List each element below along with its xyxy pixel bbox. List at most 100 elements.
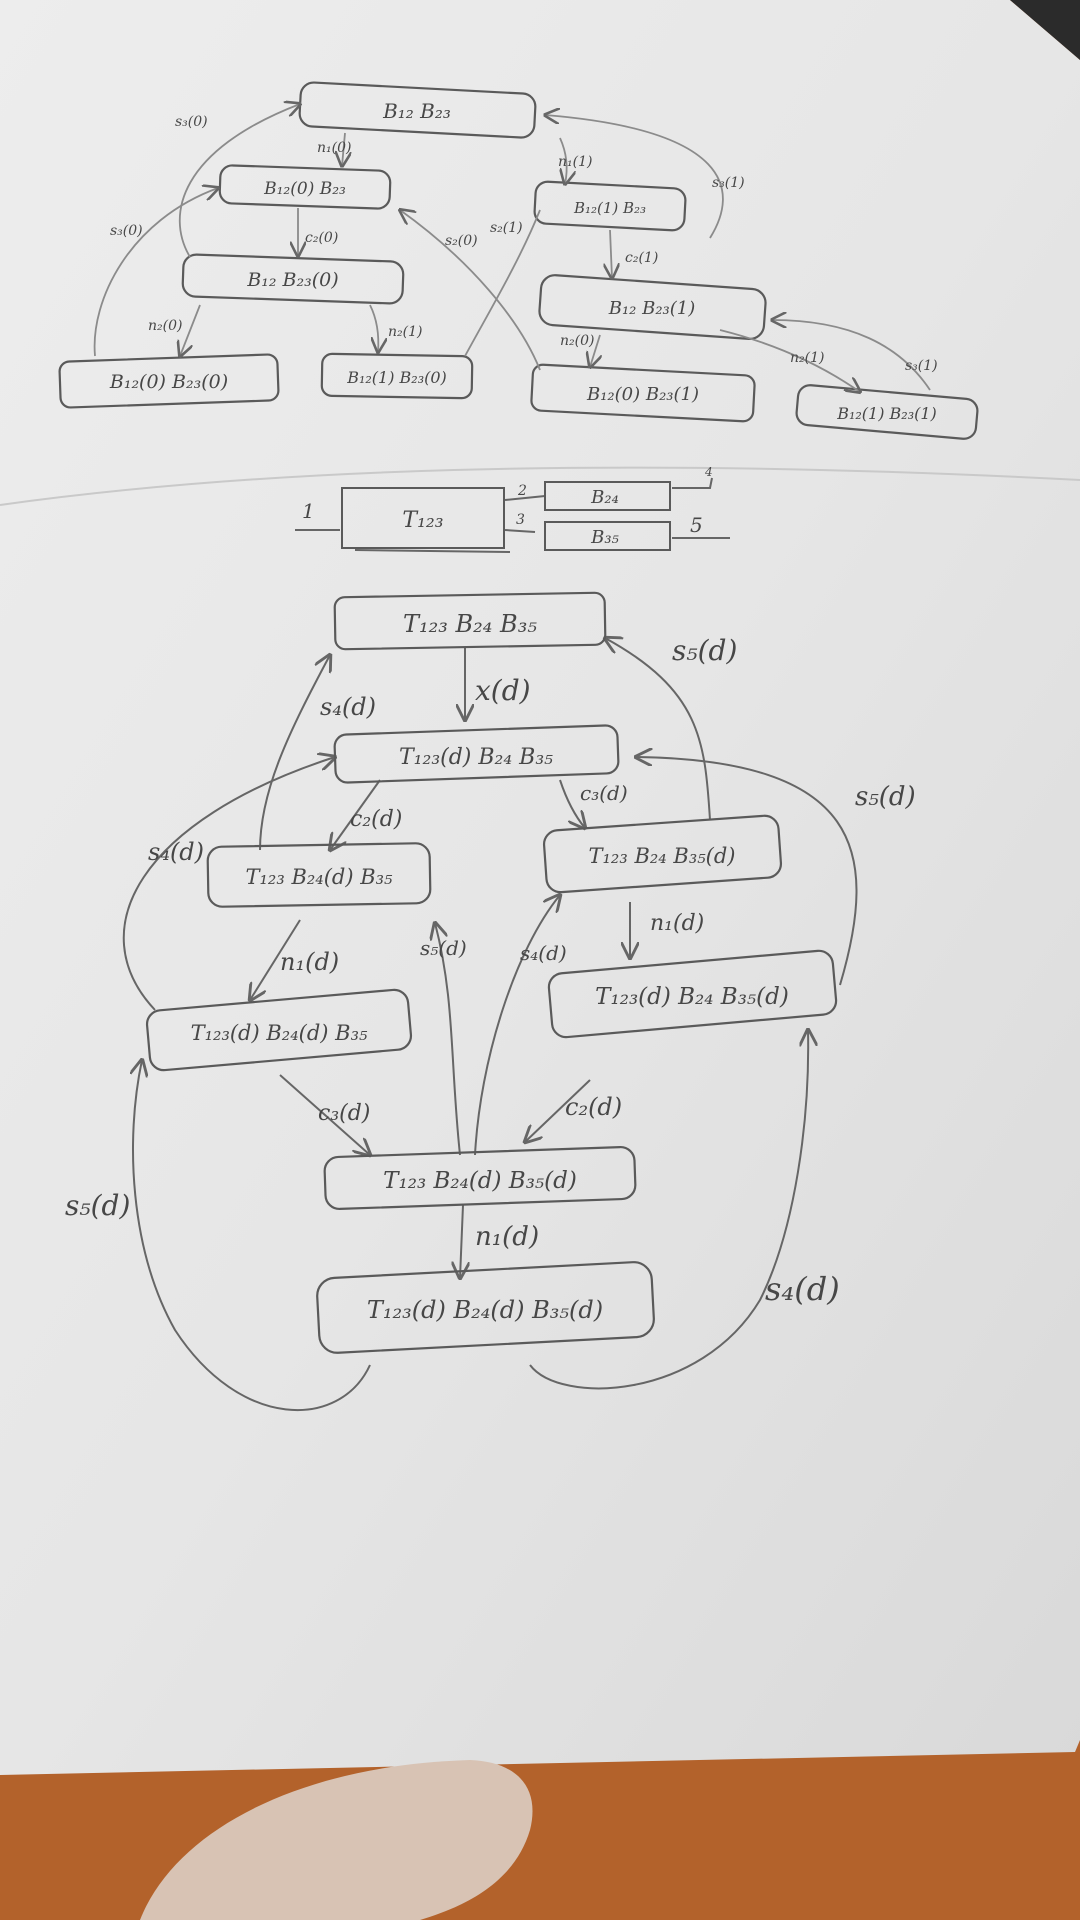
queue-top-label: B₂₄ [590, 487, 619, 508]
bottom-edges [122, 638, 858, 1412]
top-edge-label: n₂(1) [790, 350, 824, 366]
output-number-bottom: 3 [516, 512, 525, 528]
exit-number-top: 4 [704, 465, 713, 479]
top-state-diagram: B₁₂ B₂₃ B₁₂(0) B₂₃ B₁₂ B₂₃(0) B₁₂(1) B₂₃… [58, 81, 979, 440]
bottom-edge-label: s₄(d) [765, 1270, 840, 1308]
bottom-node-label: T₁₂₃ B₂₄ B₃₅ [403, 610, 537, 638]
bottom-node-t123-b24-b35: T₁₂₃ B₂₄ B₃₅ [333, 591, 607, 651]
top-edge-s3-0-lower [93, 188, 218, 357]
bottom-edge-label: s₅(d) [855, 782, 916, 812]
edge-n1-bottom [460, 1204, 463, 1278]
bottom-edge-label: c₂(d) [565, 1093, 622, 1121]
top-edge-label: s₂(0) [445, 233, 478, 249]
edge-s4-mid [474, 895, 560, 1156]
top-edge-s3-1-far [772, 320, 931, 391]
station-label: T₁₂₃ [402, 508, 443, 533]
bottom-edge-label: x(d) [475, 674, 531, 707]
bottom-edge-label: s₅(d) [420, 936, 467, 960]
bottom-edge-label: s₄(d) [520, 941, 567, 965]
bottom-node-t123d-b24d-b35d: T₁₂₃(d) B₂₄(d) B₃₅(d) [316, 1261, 655, 1354]
station-bottom-line [354, 549, 511, 553]
network-sketch: 1 T₁₂₃ 2 3 B₂₄ B₃₅ 5 4 [295, 465, 730, 553]
top-edge-labels: n₁(0) n₁(1) c₂(0) c₂(1) s₃(0) s₃(0) s₃(1… [110, 114, 938, 374]
bottom-node-t123-b24d-b35d: T₁₂₃ B₂₄(d) B₃₅(d) [323, 1145, 637, 1211]
top-node-label: B₁₂ B₂₃(0) [246, 269, 338, 291]
top-edge-c1 [610, 229, 612, 278]
top-edge-label: s₃(0) [175, 114, 208, 130]
exit-number-bottom: 5 [690, 513, 703, 537]
top-edge-s3-1-right [545, 115, 724, 239]
top-node-b12-0-b23-1: B₁₂(0) B₂₃(1) [530, 363, 756, 423]
top-node-b12-0-b23-0: B₁₂(0) B₂₃(0) [58, 353, 280, 409]
top-edge-label: n₂(0) [560, 333, 594, 349]
edge-s5-outer-right [636, 757, 858, 986]
top-node-b12-1-b23: B₁₂(1) B₂₃ [533, 180, 687, 232]
top-edge-label: c₂(1) [625, 250, 658, 266]
top-node-label: B₁₂(0) B₂₃(1) [586, 384, 699, 405]
bottom-edge-label: s₅(d) [65, 1189, 130, 1222]
top-edge-n2-1-mid [369, 304, 378, 352]
bottom-edge-label: n₁(d) [280, 948, 339, 976]
output-number-top: 2 [517, 483, 527, 499]
bottom-node-t123-b24d-b35: T₁₂₃ B₂₄(d) B₃₅ [206, 842, 432, 908]
edge-s4-bottom-right [529, 1030, 808, 1390]
bottom-edge-label: c₃(d) [318, 1101, 370, 1126]
top-node-label: B₁₂(0) B₂₃(0) [109, 371, 228, 393]
top-edge-label: n₂(1) [388, 324, 422, 340]
edge-c3-top [559, 779, 585, 828]
bottom-edge-label: s₅(d) [672, 634, 737, 667]
top-node-label: B₁₂(1) B₂₃ [573, 199, 646, 217]
top-node-label: B₁₂(1) B₂₃(1) [836, 404, 937, 423]
bottom-edge-label: c₃(d) [580, 781, 628, 805]
top-node-b12-b23-0: B₁₂ B₂₃(0) [181, 253, 405, 305]
edge-c2-bottom [525, 1079, 591, 1142]
top-node-b12-b23-1: B₁₂ B₂₃(1) [538, 274, 767, 340]
station-box [341, 487, 505, 549]
top-edge-label: n₂(0) [148, 318, 182, 334]
bottom-node-t123d-b24-b35: T₁₂₃(d) B₂₄ B₃₅ [333, 724, 620, 784]
paper-sheet [0, 0, 1080, 1775]
bottom-edge-label: s₄(d) [320, 693, 376, 721]
edge-s5-right-up [605, 638, 711, 821]
top-edge-n1 [560, 137, 567, 184]
top-edge-label: s₃(0) [110, 223, 143, 239]
bottom-edge-label: n₁(d) [650, 911, 704, 936]
bottom-node-label: T₁₂₃ B₂₄(d) B₃₅ [246, 865, 394, 889]
top-edge-s3-0-left [178, 104, 300, 258]
top-node-b12-1-b23-0: B₁₂(1) B₂₃(0) [320, 352, 474, 400]
top-edge-s2-1 [464, 209, 541, 357]
top-edge-label: c₂(0) [305, 230, 338, 246]
bottom-edge-label: c₂(d) [350, 807, 402, 832]
output-line-top [504, 495, 546, 501]
top-edge-label: s₃(1) [905, 358, 938, 374]
queue-bottom-label: B₃₅ [590, 527, 619, 548]
bottom-edge-label: s₄(d) [148, 838, 204, 866]
bottom-edge-labels: x(d) c₂(d) c₃(d) n₁(d) n₁(d) c₃(d) c₂(d)… [65, 634, 916, 1308]
top-edge-n0 [342, 132, 345, 166]
paper-fold-line [0, 466, 1080, 506]
edge-n1-left [250, 919, 301, 1000]
bottom-node-label: T₁₂₃(d) B₂₄(d) B₃₅(d) [367, 1296, 603, 1324]
top-node-label: B₁₂(1) B₂₃(0) [346, 368, 447, 387]
input-number: 1 [302, 499, 315, 523]
top-edge-label: s₃(1) [712, 175, 745, 191]
queue-box-bottom [544, 521, 671, 551]
top-edge-label: n₁(0) [317, 140, 351, 156]
edge-s4-left-up [259, 655, 330, 851]
top-edge-s2-0 [400, 210, 541, 371]
bottom-node-label: T₁₂₃ B₂₄(d) B₃₅(d) [383, 1168, 577, 1194]
bottom-node-label: T₁₂₃(d) B₂₄ B₃₅(d) [595, 984, 789, 1010]
edge-s5-bottom-left [133, 1060, 371, 1412]
top-edge-n2-1-right [719, 329, 860, 392]
bottom-node-label: T₁₂₃(d) B₂₄(d) B₃₅ [191, 1021, 368, 1045]
edge-s5-mid [435, 923, 461, 1156]
edge-c3-bottom [279, 1074, 370, 1155]
queue-top-exit [672, 477, 713, 489]
bottom-node-t123-b24-b35d: T₁₂₃ B₂₄ B₃₅(d) [542, 814, 783, 894]
top-edge-label: s₂(1) [490, 220, 523, 236]
finger [140, 1760, 533, 1920]
output-line-bottom [504, 529, 536, 533]
bottom-edge-label: n₁(d) [475, 1222, 539, 1252]
queue-box-top [544, 481, 671, 511]
